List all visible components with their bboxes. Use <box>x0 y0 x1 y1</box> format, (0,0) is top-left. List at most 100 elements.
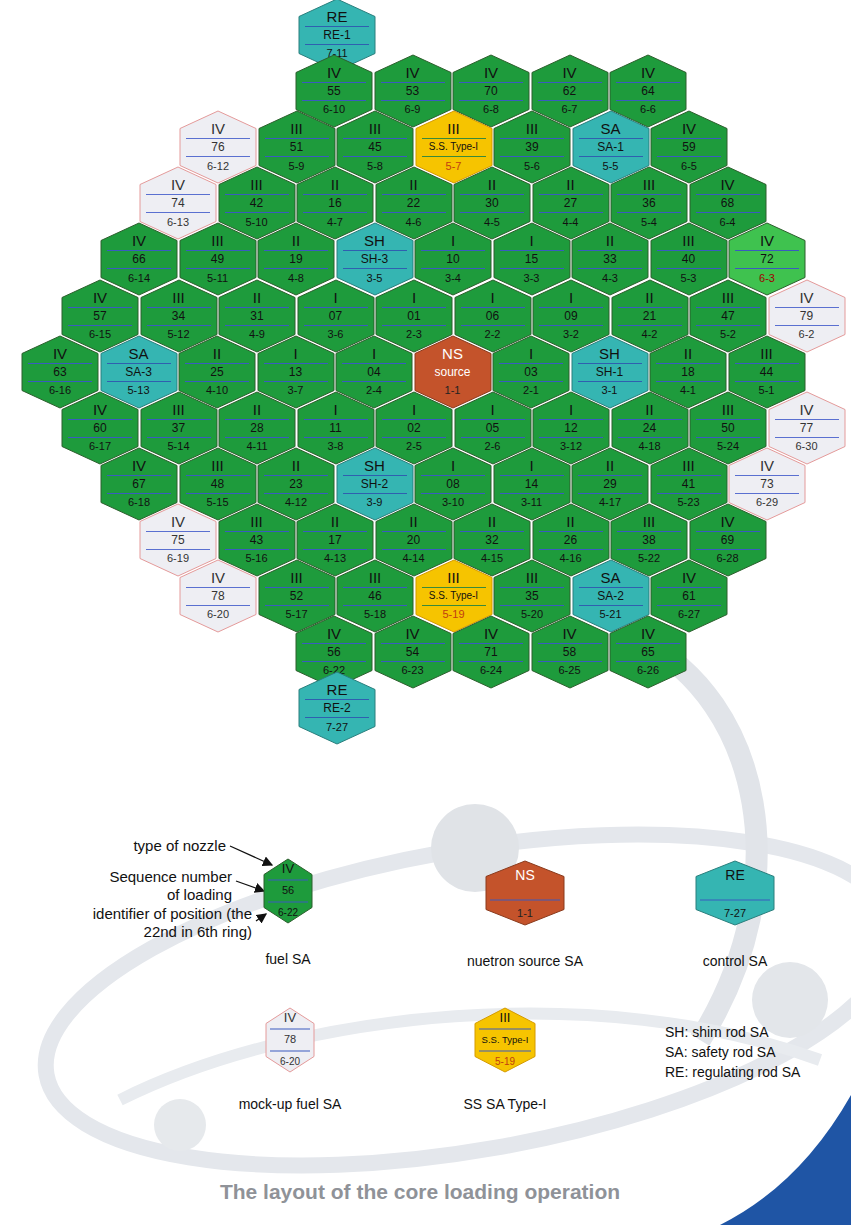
position-id: 3-11 <box>521 496 542 509</box>
divider-line <box>304 307 368 308</box>
divider-line <box>343 605 407 606</box>
legend-text: control SA <box>703 953 768 969</box>
divider-line <box>500 156 564 157</box>
position-id: 6-8 <box>483 103 499 116</box>
loading-number: 13 <box>289 365 302 379</box>
position-id: 4-5 <box>484 216 500 229</box>
nozzle-type: IV <box>132 457 146 475</box>
position-id: 6-27 <box>678 608 700 621</box>
divider-line <box>225 531 289 532</box>
loading-number: 62 <box>563 84 576 98</box>
sample-text: S.S. Type-I <box>482 1034 529 1045</box>
divider-line <box>147 419 211 420</box>
nozzle-type: III <box>526 569 539 587</box>
position-id: 4-13 <box>324 552 346 565</box>
position-id: 5-19 <box>442 608 464 621</box>
divider-line <box>459 82 523 83</box>
orb <box>154 1099 206 1151</box>
divider-line <box>343 268 407 269</box>
position-id: 5-10 <box>245 216 267 229</box>
loading-number: 60 <box>93 421 106 435</box>
loading-number: 61 <box>682 589 695 603</box>
position-id: 5-8 <box>367 160 383 173</box>
position-id: 5-4 <box>641 216 657 229</box>
position-id: 5-22 <box>638 552 660 565</box>
position-id: 5-5 <box>603 160 619 173</box>
divider-line <box>225 307 289 308</box>
loading-number: 33 <box>603 252 616 266</box>
assembly-hex: IV716-24 <box>452 615 530 689</box>
divider-line <box>381 82 445 83</box>
loading-number: 30 <box>485 196 498 210</box>
hex-shape <box>729 223 805 295</box>
divider-line <box>304 437 368 438</box>
loading-number: RE-1 <box>323 28 350 42</box>
divider-line <box>68 419 132 420</box>
loading-number: 01 <box>407 309 420 323</box>
nozzle-type: NS <box>442 345 463 363</box>
divider-line <box>225 419 289 420</box>
leader-arrow <box>256 914 266 921</box>
divider-line <box>616 661 680 662</box>
nozzle-type: I <box>569 401 573 419</box>
loading-number: 69 <box>721 533 734 547</box>
hex-shape <box>140 504 216 576</box>
nozzle-type: IV <box>760 232 774 250</box>
divider-line <box>657 493 721 494</box>
nozzle-type: II <box>213 345 221 363</box>
hex-shape <box>651 448 727 520</box>
position-id: 6-2 <box>799 328 815 341</box>
divider-line <box>775 419 839 420</box>
nozzle-type: SA <box>128 345 148 363</box>
divider-line <box>539 307 603 308</box>
nozzle-type: IV <box>682 120 696 138</box>
loading-number: 32 <box>485 533 498 547</box>
nozzle-type: I <box>451 232 455 250</box>
divider-line <box>579 156 643 157</box>
nozzle-type: II <box>409 176 417 194</box>
position-id: 5-15 <box>206 496 228 509</box>
divider-line <box>186 138 250 139</box>
loading-number: 65 <box>641 645 654 659</box>
loading-number: 73 <box>760 477 773 491</box>
position-id: 3-1 <box>602 384 618 397</box>
divider-line <box>735 493 799 494</box>
nozzle-type: III <box>682 457 695 475</box>
nozzle-type: IV <box>720 176 734 194</box>
hex-shape <box>572 448 648 520</box>
divider-line <box>303 194 367 195</box>
divider-line <box>147 325 211 326</box>
position-id: 5-23 <box>677 496 699 509</box>
divider-line <box>107 268 171 269</box>
loading-number: 27 <box>564 196 577 210</box>
divider-line <box>382 212 446 213</box>
nozzle-type: IV <box>799 289 813 307</box>
nozzle-type: IV <box>641 64 655 82</box>
hex-shape <box>769 280 845 352</box>
nozzle-type: I <box>569 289 573 307</box>
position-id: 3-6 <box>328 328 344 341</box>
divider-line <box>421 268 485 269</box>
divider-line <box>422 138 486 139</box>
divider-line <box>461 437 525 438</box>
loading-number: 04 <box>367 365 380 379</box>
hex-shape <box>62 392 138 464</box>
nozzle-type: III <box>211 457 224 475</box>
nozzle-type: III <box>250 513 263 531</box>
position-id: 3-2 <box>563 328 579 341</box>
divider-line <box>107 363 171 364</box>
loading-number: 57 <box>93 309 106 323</box>
divider-line <box>696 531 760 532</box>
loading-number: 34 <box>172 309 185 323</box>
position-id: 3-9 <box>367 496 383 509</box>
position-id: 2-3 <box>406 328 422 341</box>
sample-text: 5-19 <box>495 1056 515 1068</box>
abbreviation-note: SH: shim rod SA <box>665 1024 768 1041</box>
position-id: 4-1 <box>680 384 696 397</box>
position-id: 4-16 <box>559 552 581 565</box>
hex-shape <box>610 616 686 688</box>
legend-hex-shape <box>696 861 774 925</box>
hex-shape <box>258 448 334 520</box>
legend-hex-shape <box>264 859 312 923</box>
position-id: 6-16 <box>49 384 71 397</box>
